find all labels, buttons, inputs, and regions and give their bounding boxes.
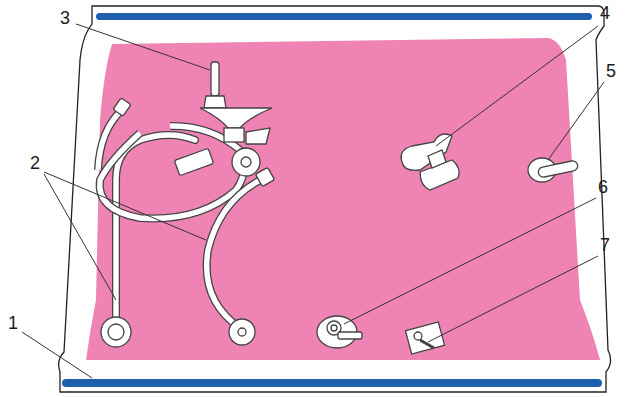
callout-number: 7 [600, 236, 610, 254]
parts [98, 62, 579, 354]
sheet-outline [59, 6, 611, 392]
callout-number: 3 [60, 9, 70, 27]
callout-number: 1 [8, 314, 18, 332]
callout-number: 2 [30, 154, 40, 172]
leader-lines [22, 24, 604, 378]
callout-number: 5 [606, 62, 616, 80]
pink-area [86, 38, 600, 360]
bottom-bar [62, 379, 602, 387]
callout-number: 4 [600, 4, 610, 22]
callout-number: 6 [598, 178, 608, 196]
top-bar [96, 13, 592, 20]
